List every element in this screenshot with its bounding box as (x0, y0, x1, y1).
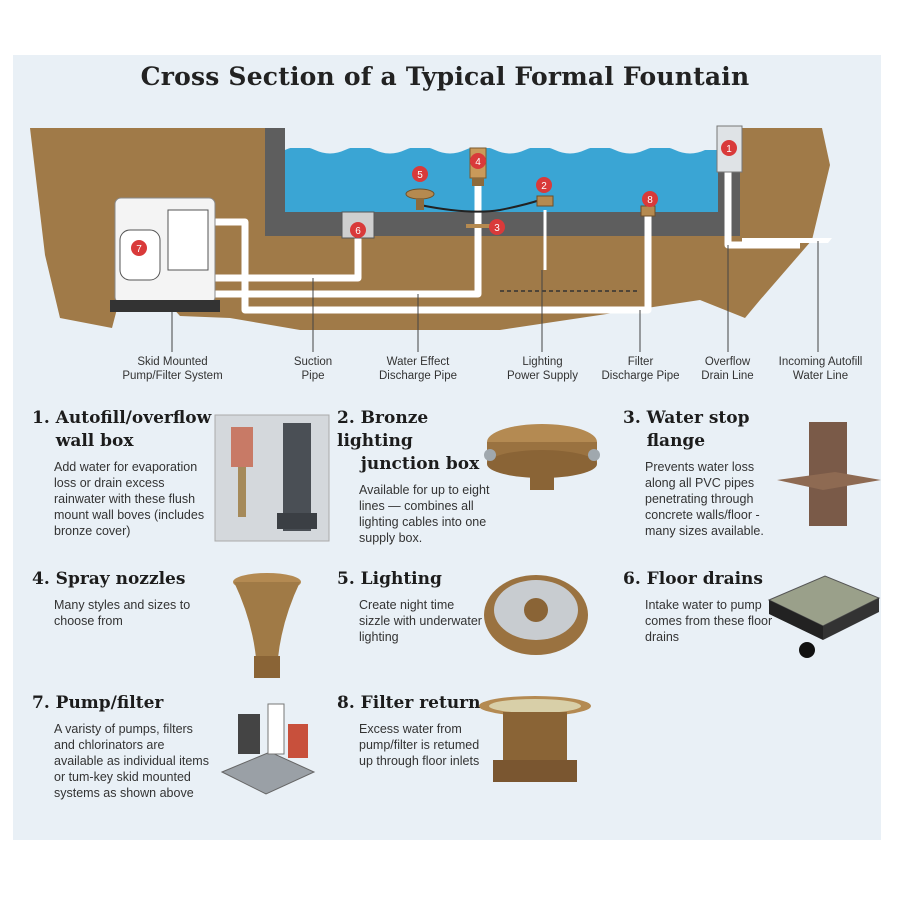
return-photo (479, 696, 591, 782)
card-water-stop-flange: 3. Water stop flange Prevents water loss… (623, 408, 764, 538)
suction-pipe (215, 228, 362, 282)
filter-return-inlet (640, 205, 656, 217)
light-photo (484, 575, 588, 655)
marker-3: 3 (489, 219, 505, 235)
lighting-cable (419, 199, 541, 213)
pipe-network (210, 150, 800, 314)
card-pump-filter: 7. Pump/filter A varisty of pumps, filte… (32, 693, 209, 800)
card-floor-drains: 6. Floor drains Intake water to pump com… (623, 569, 773, 644)
marker-4: 4 (470, 153, 486, 169)
pump-filter-skid (110, 197, 220, 312)
svg-text:6: 6 (355, 226, 361, 237)
leader-lines (171, 241, 819, 352)
marker-2: 2 (536, 177, 552, 193)
svg-text:5: 5 (417, 170, 423, 181)
water-stop-flange (466, 224, 490, 228)
nozzle-photo (233, 573, 301, 678)
marker-7: 7 (131, 240, 147, 256)
svg-text:3: 3 (494, 223, 500, 234)
light-fixture (405, 188, 435, 200)
wall-box-photo (214, 414, 330, 542)
flange-photo (777, 422, 881, 526)
pump-photo (220, 703, 316, 795)
page-title: Cross Section of a Typical Formal Founta… (140, 62, 750, 91)
junction-box (536, 195, 554, 207)
svg-text:4: 4 (475, 157, 481, 168)
svg-text:1: 1 (726, 144, 732, 155)
svg-text:8: 8 (647, 195, 653, 206)
markers: 1 2 3 4 5 6 7 8 (131, 140, 737, 256)
svg-text:2: 2 (541, 181, 547, 192)
card-autofill-wall-box: 1. Autofill/overflow wall box Add water … (32, 408, 212, 538)
marker-6: 6 (350, 222, 366, 238)
card-filter-return: 8. Filter return Excess water from pump/… (337, 693, 481, 768)
card-spray-nozzles: 4. Spray nozzles Many styles and sizes t… (32, 569, 191, 628)
autofill-water-line (742, 238, 832, 243)
water-surface (285, 146, 718, 154)
card-junction-box: 2. Bronze lighting junction box Availabl… (337, 408, 490, 545)
marker-1: 1 (721, 140, 737, 156)
drain-photo (767, 575, 881, 658)
concrete-basin (265, 128, 740, 236)
water-effect-discharge-pipe (215, 175, 482, 298)
svg-text:7: 7 (136, 244, 142, 255)
filter-discharge-pipe (210, 210, 652, 314)
marker-8: 8 (642, 191, 658, 207)
card-lighting: 5. Lighting Create night time sizzle wit… (337, 569, 482, 644)
junction-box-photo (484, 424, 600, 490)
marker-5: 5 (412, 166, 428, 182)
